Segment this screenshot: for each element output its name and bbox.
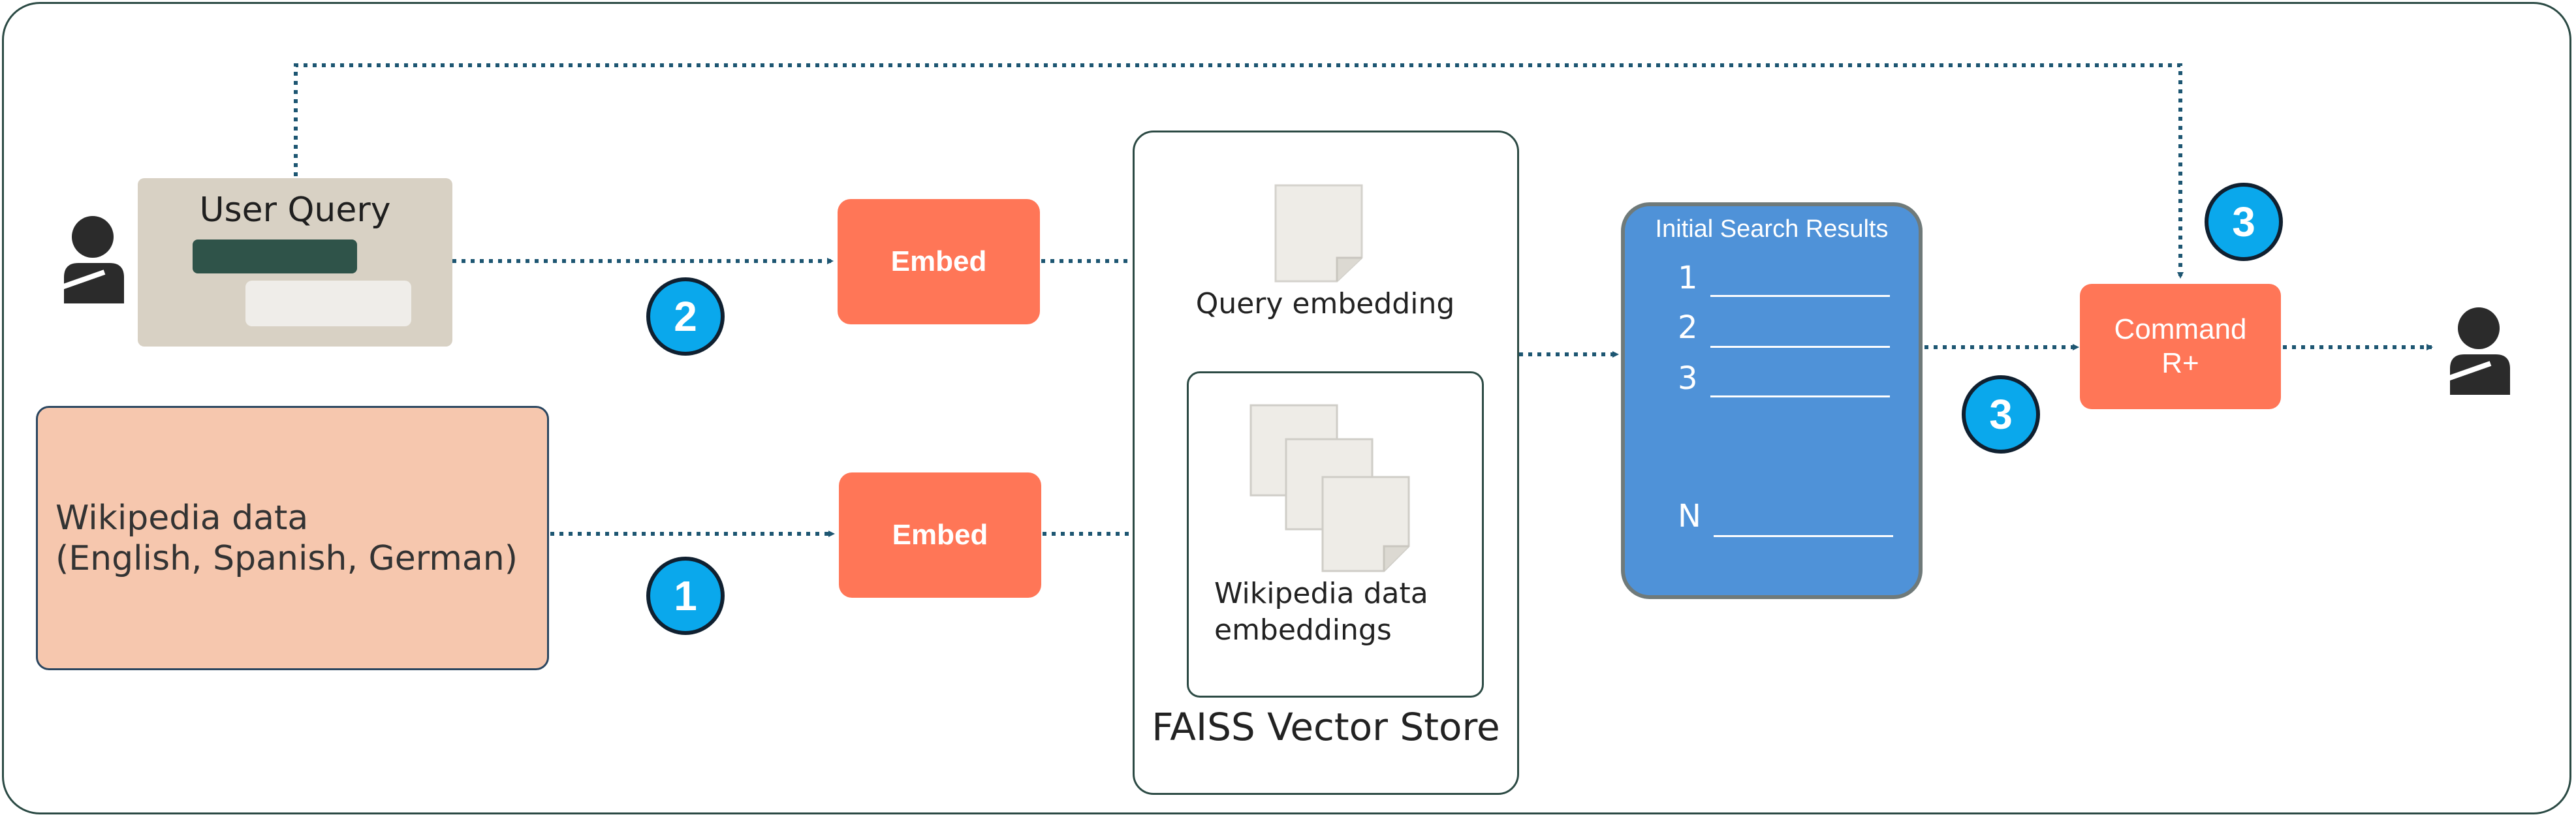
wikipedia-data-box (36, 406, 549, 670)
step-badge-2: 2 (646, 277, 725, 356)
result-item-n-line (1714, 535, 1893, 537)
wikipedia-embeddings-label: Wikipedia data embeddings (1214, 577, 1428, 647)
step-badge-3-top: 3 (2205, 183, 2283, 261)
result-item-n-number: N (1678, 498, 1701, 534)
result-item-2-line (1710, 346, 1890, 348)
user-query-title: User Query (199, 191, 391, 230)
user-output-icon (2445, 307, 2510, 395)
query-to-command-connector (294, 63, 2184, 279)
result-item-2-number: 2 (1678, 309, 1698, 346)
step-badge-1: 1 (646, 557, 725, 635)
faiss-vector-store-label: FAISS Vector Store (1152, 705, 1500, 749)
step-badge-3-bottom: 3 (1962, 375, 2040, 454)
embed-box-top: Embed (838, 199, 1040, 324)
documents-stack-icon (1249, 404, 1410, 572)
results-title: Initial Search Results (1655, 215, 1889, 243)
result-item-3-line (1710, 395, 1890, 397)
query-input-bar (193, 240, 357, 273)
embed-box-bottom: Embed (839, 472, 1041, 598)
user-icon (59, 216, 124, 303)
result-item-3-number: 3 (1678, 360, 1698, 397)
wikipedia-data-label: Wikipedia data (English, Spanish, German… (55, 499, 518, 578)
result-item-1-number: 1 (1678, 260, 1698, 296)
query-submit-bar (245, 281, 411, 326)
document-icon (1274, 184, 1363, 283)
initial-search-results (1621, 202, 1923, 599)
result-item-1-line (1710, 295, 1890, 297)
query-embedding-label: Query embedding (1195, 287, 1455, 320)
command-r-plus-box: Command R+ (2080, 284, 2281, 409)
